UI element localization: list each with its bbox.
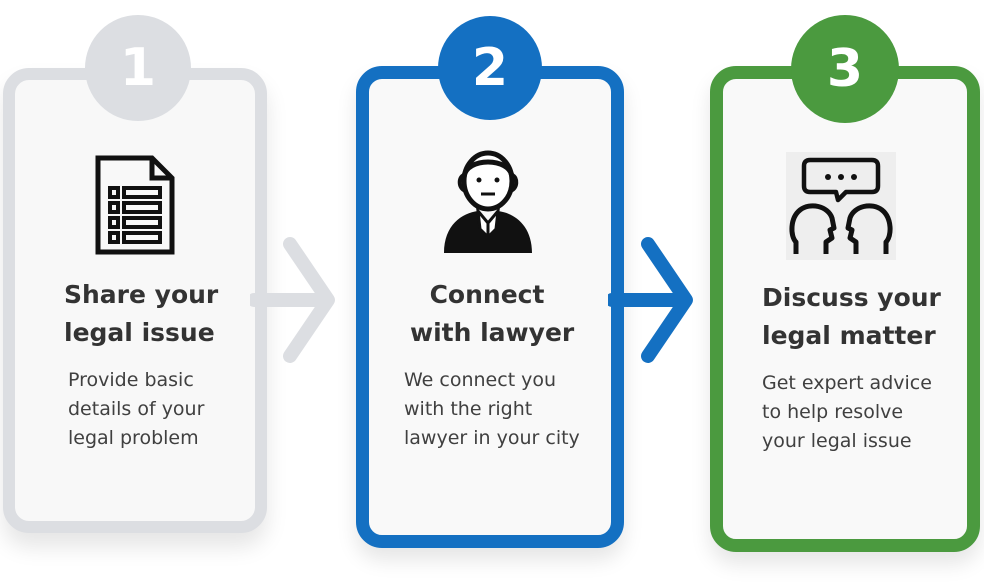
step-1-title-line-1: Share your [64, 280, 219, 309]
step-2-card [356, 66, 624, 548]
step-1-description: Provide basic details of your legal prob… [68, 366, 204, 453]
arrow-2-chevron-right-icon [608, 237, 693, 363]
step-2-number-badge: 2 [438, 16, 542, 120]
step-1-desc-line-2: details of your [68, 398, 205, 420]
step-1-desc-line-1: Provide basic [68, 369, 194, 391]
step-3-description: Get expert advice to help resolve your l… [762, 369, 932, 456]
step-2-description: We connect you with the right lawyer in … [404, 366, 580, 453]
step-1-desc-line-3: legal problem [68, 427, 199, 449]
step-3-card [710, 66, 980, 552]
step-2-number: 2 [471, 38, 509, 98]
step-3-title: Discuss your legal matter [762, 279, 941, 355]
step-2-title-line-2: with lawyer [410, 318, 575, 347]
step-1-title: Share your legal issue [64, 276, 218, 352]
step-3-desc-line-1: Get expert advice [762, 372, 932, 394]
step-2-title-line-1: Connect [429, 280, 545, 309]
step-3-desc-line-3: your legal issue [762, 430, 912, 452]
step-2-desc-line-3: lawyer in your city [404, 427, 580, 449]
arrow-1-chevron-right-icon [250, 237, 335, 363]
step-3-title-line-2: legal matter [762, 321, 936, 350]
step-3-desc-line-2: to help resolve [762, 401, 904, 423]
step-2-title: Connect with lawyer [410, 276, 575, 352]
step-1-card [3, 68, 267, 533]
step-2-desc-line-1: We connect you [404, 369, 557, 391]
document-form-icon [95, 155, 175, 255]
lawyer-icon [444, 150, 532, 253]
step-2-desc-line-2: with the right [404, 398, 533, 420]
step-3-number-badge: 3 [791, 15, 899, 123]
step-3-number: 3 [826, 39, 864, 99]
step-1-number-badge: 1 [85, 15, 191, 121]
step-3-title-line-1: Discuss your [762, 283, 941, 312]
conversation-heads-icon [786, 152, 896, 260]
step-1-number: 1 [119, 38, 157, 98]
step-1-title-line-2: legal issue [64, 318, 215, 347]
